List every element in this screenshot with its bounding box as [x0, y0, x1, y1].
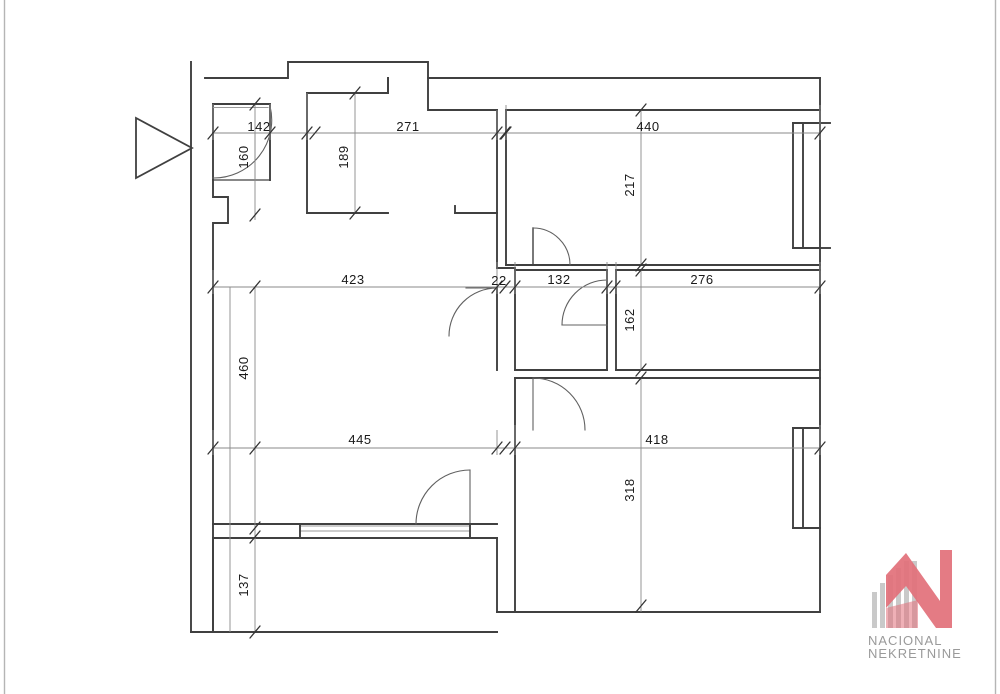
- door-swing-room440: [532, 227, 571, 266]
- dim-label-160: 160: [236, 145, 251, 168]
- door-swing-balcony: [415, 469, 471, 525]
- entrance-direction-arrow: [135, 116, 194, 180]
- dim-label-423: 423: [341, 272, 364, 287]
- dim-label-189: 189: [336, 145, 351, 168]
- dimension-lines: [212, 93, 821, 632]
- logo-text-line2: NEKRETNINE: [868, 646, 962, 661]
- dim-label-460: 460: [236, 356, 251, 379]
- dim-label-162: 162: [622, 308, 637, 331]
- dim-label-445: 445: [348, 432, 371, 447]
- interior-wall-left-notch: [212, 179, 229, 633]
- dim-label-271: 271: [396, 119, 419, 134]
- dim-label-318: 318: [622, 478, 637, 501]
- page-border: [3, 0, 997, 694]
- logo-n-mark: [886, 550, 952, 628]
- door-swing-bathroom: [561, 279, 608, 326]
- door-swing-room418: [532, 377, 586, 431]
- room-271-top-right-step: [427, 77, 498, 111]
- outer-wall-top-stepped: [204, 61, 821, 79]
- dim-label-418: 418: [645, 432, 668, 447]
- nacional-nekretnine-logo: NACIONAL NEKRETNINE: [868, 550, 962, 661]
- dim-label-440: 440: [636, 119, 659, 134]
- wall-lines: [190, 61, 831, 633]
- logo-text-line1: NACIONAL: [868, 633, 942, 648]
- dim-label-22: 22: [491, 273, 506, 288]
- entry-door-swing-arc: [212, 105, 273, 179]
- dim-label-132: 132: [547, 272, 570, 287]
- dim-label-276: 276: [690, 272, 713, 287]
- dimension-labels: 142 160 189 271 440 217 423 22 132 276 1…: [236, 119, 713, 597]
- dim-label-142: 142: [247, 119, 270, 134]
- room-271-top-left-step: [306, 77, 389, 94]
- dim-label-137: 137: [236, 573, 251, 596]
- door-swing-hall: [448, 287, 498, 337]
- dimension-ticks: [207, 86, 826, 639]
- dim-label-217: 217: [622, 173, 637, 196]
